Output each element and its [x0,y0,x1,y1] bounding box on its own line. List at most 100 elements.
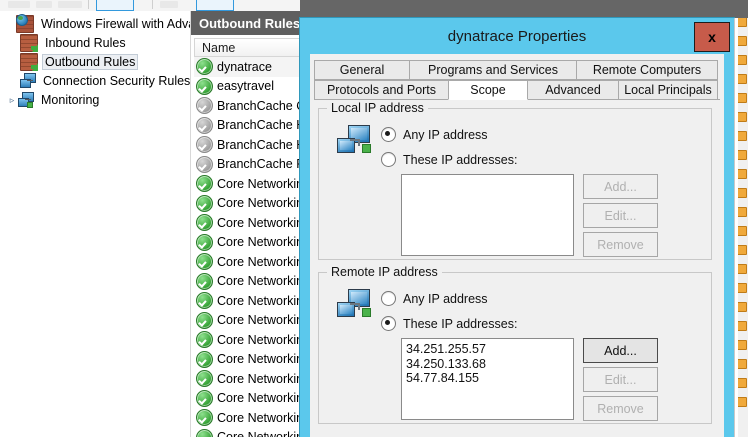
rule-name: Core Networkin [217,333,301,347]
toolbar-focus-button[interactable] [196,0,234,11]
local-ip-listbox[interactable] [401,174,574,256]
action-item-icon[interactable] [737,55,747,65]
action-item-icon[interactable] [737,188,747,198]
rule-enabled-icon [196,214,213,231]
rule-row[interactable]: Core Networkin [194,174,301,194]
radio-indicator[interactable] [381,291,396,306]
ip-address-item[interactable]: 34.250.133.68 [406,357,569,372]
rule-row[interactable]: easytravel [194,77,301,97]
rule-enabled-icon [196,58,213,75]
action-item-icon[interactable] [737,397,747,407]
dialog-titlebar[interactable]: dynatrace Properties [300,18,734,54]
toolbar-ghost-button[interactable] [36,1,52,8]
rule-row[interactable]: Core Networkin [194,428,301,437]
action-item-icon[interactable] [737,17,747,27]
rule-row[interactable]: BranchCache H [194,135,301,155]
tree-item-label: Connection Security Rules [40,73,190,89]
rule-enabled-icon [196,409,213,426]
action-item-icon[interactable] [737,207,747,217]
expand-twisty-icon[interactable]: ▹ [6,95,18,106]
outbound-rules-pane[interactable]: Outbound Rules Name dynatraceeasytravelB… [190,11,301,437]
tab-remote-computers[interactable]: Remote Computers [576,60,718,80]
close-icon[interactable]: x [694,22,730,52]
action-item-icon[interactable] [737,112,747,122]
dynatrace-properties-dialog[interactable]: dynatrace Properties x GeneralPrograms a… [300,18,734,437]
toolbar-ghost-button[interactable] [58,1,82,8]
action-item-icon[interactable] [737,74,747,84]
radio-indicator[interactable] [381,152,396,167]
tab-row-1[interactable]: GeneralPrograms and ServicesRemote Compu… [314,60,720,80]
toolbar-focus-button[interactable] [96,0,134,11]
console-tree-pane[interactable]: Windows Firewall with Advance Inbound Ru… [0,11,190,437]
remote-remove-button[interactable]: Remove [583,396,658,421]
action-item-icon[interactable] [737,36,747,46]
local-any-ip-radio[interactable]: Any IP address [381,127,488,142]
remote-add-button[interactable]: Add... [583,338,658,363]
tab-protocols-and-ports[interactable]: Protocols and Ports [314,80,449,100]
rule-row[interactable]: Core Networkin [194,272,301,292]
rule-row[interactable]: dynatrace [194,57,301,77]
action-item-icon[interactable] [737,150,747,160]
radio-indicator[interactable] [381,316,396,331]
tab-row-2[interactable]: Protocols and PortsScopeAdvancedLocal Pr… [314,80,720,100]
rule-row[interactable]: Core Networkin [194,252,301,272]
action-item-icon[interactable] [737,359,747,369]
rule-row[interactable]: Core Networkin [194,389,301,409]
local-edit-button[interactable]: Edit... [583,203,658,228]
tab-scope[interactable]: Scope [448,80,528,100]
remote-these-ip-radio[interactable]: These IP addresses: [381,316,517,331]
tab-strip[interactable]: GeneralPrograms and ServicesRemote Compu… [314,60,720,100]
rule-enabled-icon [196,253,213,270]
rule-row[interactable]: Core Networkin [194,350,301,370]
action-item-icon[interactable] [737,226,747,236]
rule-enabled-icon [196,370,213,387]
remote-edit-button[interactable]: Edit... [583,367,658,392]
rule-row[interactable]: Core Networkin [194,311,301,331]
action-item-icon[interactable] [737,245,747,255]
rule-row[interactable]: BranchCache H [194,116,301,136]
rules-list[interactable]: dynatraceeasytravelBranchCache CBranchCa… [194,57,301,437]
rule-row[interactable]: Core Networkin [194,330,301,350]
column-header-name[interactable]: Name [194,38,301,57]
local-remove-button[interactable]: Remove [583,232,658,257]
tab-advanced[interactable]: Advanced [527,80,619,100]
rule-row[interactable]: BranchCache P [194,155,301,175]
tree-item-monitoring[interactable]: ▹ Monitoring [6,91,102,109]
ip-address-item[interactable]: 54.77.84.155 [406,371,569,386]
action-item-icon[interactable] [737,131,747,141]
rule-row[interactable]: Core Networkin [194,369,301,389]
toolbar-ghost-button[interactable] [8,1,30,8]
firewall-globe-icon [16,15,34,33]
remote-ip-listbox[interactable]: 34.251.255.5734.250.133.6854.77.84.155 [401,338,574,420]
rule-row[interactable]: BranchCache C [194,96,301,116]
tab-local-principals[interactable]: Local Principals [618,80,718,100]
tree-item-windows-firewall[interactable]: Windows Firewall with Advance [4,15,190,33]
network-computers-icon [337,289,371,317]
action-item-icon[interactable] [737,264,747,274]
action-item-icon[interactable] [737,169,747,179]
tab-programs-and-services[interactable]: Programs and Services [409,60,577,80]
tree-item-inbound-rules[interactable]: Inbound Rules [20,34,129,52]
remote-any-ip-radio[interactable]: Any IP address [381,291,488,306]
local-these-ip-radio[interactable]: These IP addresses: [381,152,517,167]
ip-address-item[interactable]: 34.251.255.57 [406,342,569,357]
tree-item-outbound-rules[interactable]: Outbound Rules [20,53,138,71]
rule-name: Core Networkin [217,196,301,210]
action-item-icon[interactable] [737,93,747,103]
action-item-icon[interactable] [737,302,747,312]
rule-row[interactable]: Core Networkin [194,194,301,214]
action-item-icon[interactable] [737,340,747,350]
radio-indicator[interactable] [381,127,396,142]
remote-ip-group-title: Remote IP address [327,265,442,279]
action-item-icon[interactable] [737,321,747,331]
toolbar-ghost-button[interactable] [160,1,178,8]
rule-row[interactable]: Core Networkin [194,213,301,233]
rule-row[interactable]: Core Networkin [194,291,301,311]
tree-item-connection-security-rules[interactable]: Connection Security Rules [20,72,190,90]
rule-row[interactable]: Core Networkin [194,408,301,428]
tab-general[interactable]: General [314,60,410,80]
rule-row[interactable]: Core Networkin [194,233,301,253]
local-add-button[interactable]: Add... [583,174,658,199]
action-item-icon[interactable] [737,283,747,293]
action-item-icon[interactable] [737,378,747,388]
